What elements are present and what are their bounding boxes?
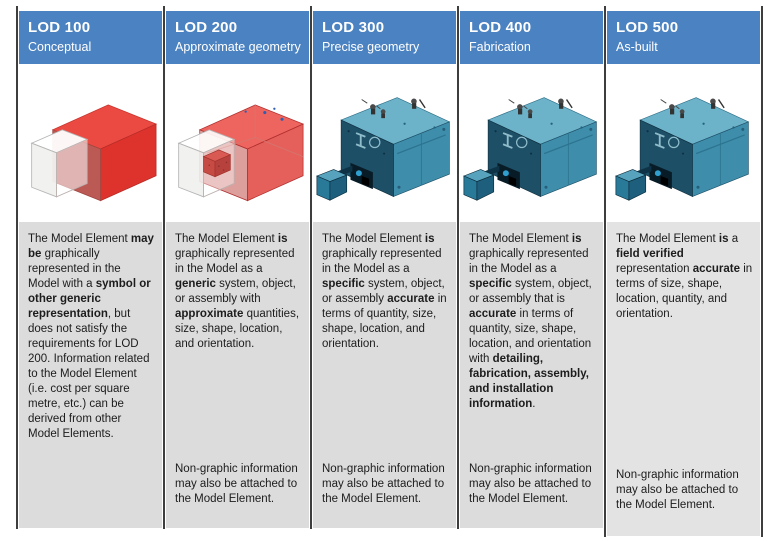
lod-100-description: The Model Element may be graphically rep… bbox=[28, 233, 154, 440]
lod-100-column: LOD 100 Conceptual The Model Element may… bbox=[19, 0, 162, 541]
lod-500-column: LOD 500 As-built The Model Element is a … bbox=[607, 0, 760, 541]
lod-level-title: LOD 100 bbox=[28, 19, 91, 36]
lod-200-description-cell: The Model Element is graphically represe… bbox=[166, 222, 309, 528]
lod-500-header: LOD 500 As-built bbox=[607, 11, 760, 64]
lod-level-title: LOD 500 bbox=[616, 19, 679, 36]
column-divider bbox=[163, 6, 165, 529]
column-divider bbox=[604, 6, 606, 537]
lod-100-description-cell: The Model Element may be graphically rep… bbox=[19, 222, 162, 528]
lod-level-title: LOD 400 bbox=[469, 19, 532, 36]
teal-equipment-icon bbox=[614, 86, 754, 210]
lod-500-description-cell: The Model Element is a field verified re… bbox=[607, 222, 760, 536]
lod-300-note: Non-graphic information may also be atta… bbox=[322, 463, 445, 505]
lod-level-subtitle: Fabrication bbox=[469, 40, 531, 54]
lod-500-description: The Model Element is a field verified re… bbox=[616, 233, 753, 320]
translucent-red-box-icon bbox=[171, 89, 305, 207]
lod-400-description: The Model Element is graphically represe… bbox=[469, 233, 592, 410]
lod-level-subtitle: Precise geometry bbox=[322, 40, 420, 54]
lod-400-header: LOD 400 Fabrication bbox=[460, 11, 603, 64]
teal-equipment-3d-model-image bbox=[460, 64, 603, 222]
teal-equipment-icon bbox=[315, 86, 455, 210]
lod-200-column: LOD 200 Approximate geometry The Model E… bbox=[166, 0, 309, 541]
teal-equipment-3d-model-image bbox=[313, 64, 456, 222]
red-box-icon bbox=[24, 89, 158, 207]
teal-equipment-3d-model-image bbox=[607, 64, 760, 222]
column-divider bbox=[310, 6, 312, 529]
translucent-red-box-3d-model-image bbox=[166, 64, 309, 222]
lod-level-subtitle: Approximate geometry bbox=[175, 40, 301, 54]
lod-100-header: LOD 100 Conceptual bbox=[19, 11, 162, 64]
solid-red-box-3d-model-image bbox=[19, 64, 162, 222]
lod-400-column: LOD 400 Fabrication The Model Element is… bbox=[460, 0, 603, 541]
lod-400-note: Non-graphic information may also be atta… bbox=[469, 463, 592, 505]
lod-level-subtitle: Conceptual bbox=[28, 40, 92, 54]
lod-200-header: LOD 200 Approximate geometry bbox=[166, 11, 309, 64]
lod-level-subtitle: As-built bbox=[616, 40, 658, 54]
lod-300-column: LOD 300 Precise geometry The Model Eleme… bbox=[313, 0, 456, 541]
lod-200-note: Non-graphic information may also be atta… bbox=[175, 463, 298, 505]
lod-500-note: Non-graphic information may also be atta… bbox=[616, 469, 739, 511]
table-left-border bbox=[16, 6, 18, 529]
table-right-border bbox=[761, 6, 763, 537]
teal-equipment-icon bbox=[462, 86, 602, 210]
lod-400-description-cell: The Model Element is graphically represe… bbox=[460, 222, 603, 528]
lod-300-description-cell: The Model Element is graphically represe… bbox=[313, 222, 456, 528]
lod-200-description: The Model Element is graphically represe… bbox=[175, 233, 300, 350]
column-divider bbox=[457, 6, 459, 529]
lod-300-header: LOD 300 Precise geometry bbox=[313, 11, 456, 64]
lod-level-title: LOD 200 bbox=[175, 19, 238, 36]
lod-level-title: LOD 300 bbox=[322, 19, 385, 36]
lod-300-description: The Model Element is graphically represe… bbox=[322, 233, 447, 350]
